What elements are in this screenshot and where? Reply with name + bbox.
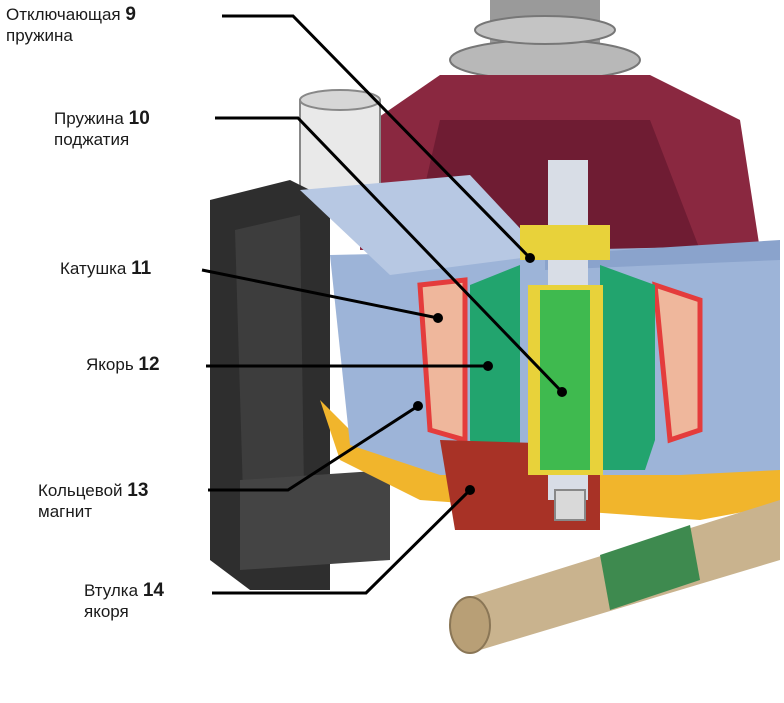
label-12-text: Якорь	[86, 355, 134, 374]
label-13-text: Кольцевой	[38, 481, 123, 500]
label-13-number: 13	[127, 480, 149, 501]
coil-windows	[417, 277, 703, 444]
label-11-text: Катушка	[60, 259, 127, 278]
drive-shaft	[449, 500, 780, 654]
label-11: Катушка 11	[60, 258, 151, 279]
label-9: Отключающая 9 пружина	[6, 4, 136, 46]
label-10-text: Пружина	[54, 109, 124, 128]
label-14-text: Втулка	[84, 581, 139, 600]
leader-13	[208, 404, 419, 492]
label-10-line2: поджатия	[54, 130, 130, 149]
leader-11	[201, 268, 439, 320]
label-9-number: 9	[125, 4, 136, 25]
armature	[470, 265, 655, 470]
leader-9	[222, 14, 532, 260]
label-10-number: 10	[128, 108, 150, 129]
label-11-number: 11	[131, 258, 152, 279]
label-12-number: 12	[138, 354, 160, 375]
label-13: Кольцевой 13 магнит	[38, 480, 148, 522]
label-12: Якорь 12	[86, 354, 160, 375]
leader-dots	[413, 253, 567, 495]
leader-10	[215, 116, 564, 394]
label-9-line2: пружина	[6, 26, 73, 45]
label-14: Втулка 14 якоря	[84, 580, 164, 622]
mounting-bracket	[210, 180, 390, 590]
label-14-number: 14	[142, 580, 164, 601]
label-14-line2: якоря	[84, 602, 129, 621]
leader-lines	[201, 14, 564, 595]
leader-14	[212, 488, 472, 595]
label-9-text: Отключающая	[6, 5, 121, 24]
label-13-line2: магнит	[38, 502, 93, 521]
spring-assembly	[520, 160, 610, 521]
label-10: Пружина 10 поджатия	[54, 108, 150, 150]
